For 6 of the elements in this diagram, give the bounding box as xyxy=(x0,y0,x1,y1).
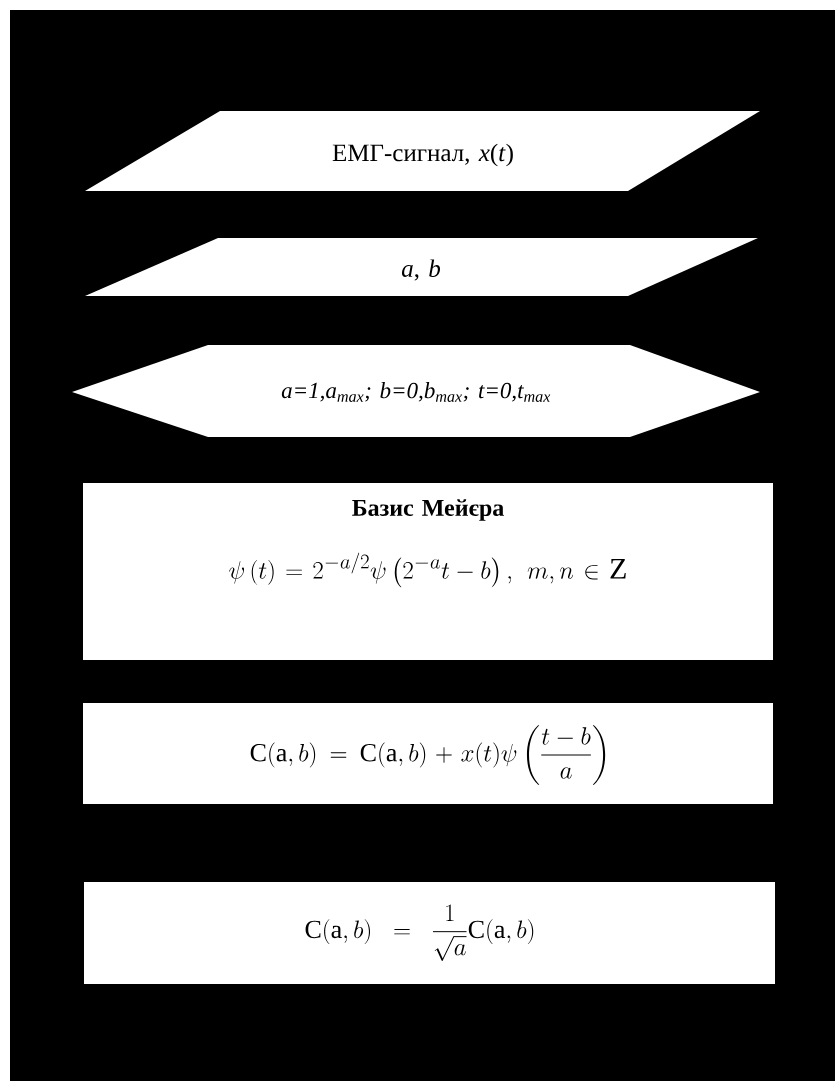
process-box: $\mathrm{C}(\mathrm{a},b)=\frac{1}{\sqrt{a}}\mathrm{C}(\mathrm{a},b)$ xyxy=(84,882,775,984)
process-box: Базис Мейєра $\psi\left(t\right)=2^{-a/2}\psi\left(2^{-a}t-b\right),\ m,n\in \mathrm{Z}$ xyxy=(83,483,773,660)
process-box: $\mathrm{C}(\mathrm{a},b)=\mathrm{C}(\mathrm{a},b)+x(t)\psi\left(\frac{t-b}{a}\right)$ xyxy=(83,703,773,804)
hexagon-box: a=1,a$_{max}$; b=0,b$_{max}$; t=0,t$_{max}$ xyxy=(72,345,760,437)
parallelogram-box: a, b xyxy=(85,238,758,296)
parallelogram-box: ЕМГ-сигнал, x(t) xyxy=(85,111,760,191)
